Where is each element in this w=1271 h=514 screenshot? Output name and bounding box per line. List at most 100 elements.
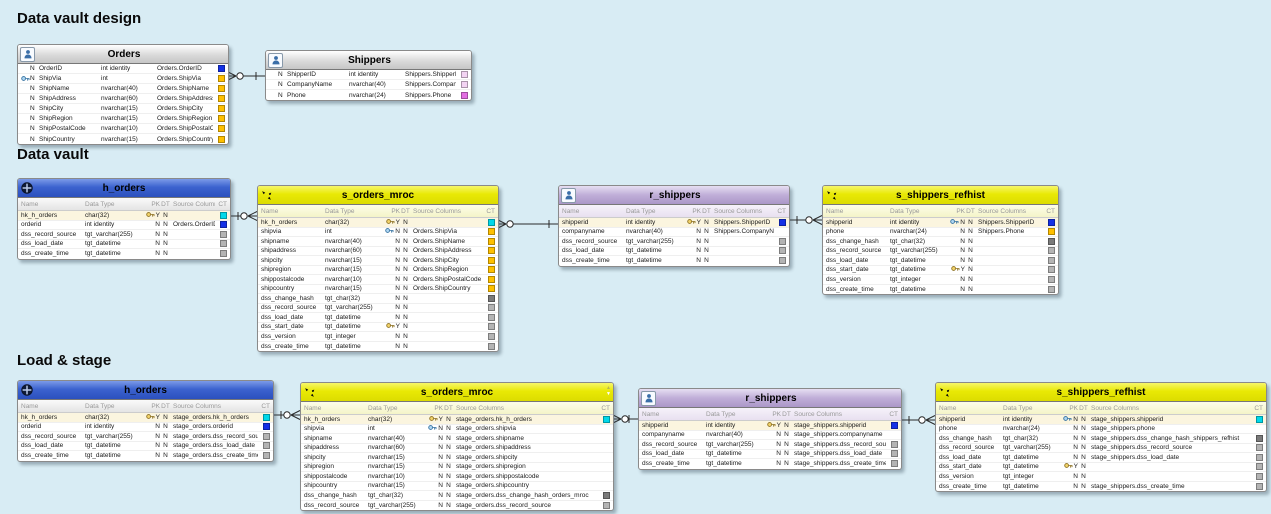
table-header[interactable]: h_orders [18,381,273,400]
table-header[interactable]: Orders [18,45,228,64]
relationship-connector[interactable] [788,215,823,225]
table-header[interactable]: r_shippers [559,186,789,205]
scroll-up-icon[interactable]: ▲ [606,385,611,391]
table-header[interactable]: Shippers [266,51,471,70]
relationship-connector[interactable] [226,71,265,81]
table-header[interactable]: s_shippers_refhist [823,186,1058,205]
relationship-connector[interactable] [611,414,638,424]
scrollbar[interactable]: ▲▼ [606,385,611,397]
relationship-connector[interactable] [272,410,301,420]
table-row[interactable]: NCompanyNamenvarchar(40)Shippers.Company… [266,80,471,90]
relationship-connector[interactable] [496,219,558,229]
table-header[interactable]: s_orders_mroc [258,186,498,205]
scroll-down-icon[interactable]: ▼ [606,391,611,397]
relationship-connector[interactable] [900,415,936,425]
table-header[interactable]: h_orders [18,179,230,198]
relationship-connector[interactable] [229,211,258,221]
table-header[interactable]: r_shippers [639,389,901,408]
table-header[interactable]: s_shippers_refhist [936,383,1266,402]
table-header[interactable]: s_orders_mroc▲▼ [301,383,613,402]
